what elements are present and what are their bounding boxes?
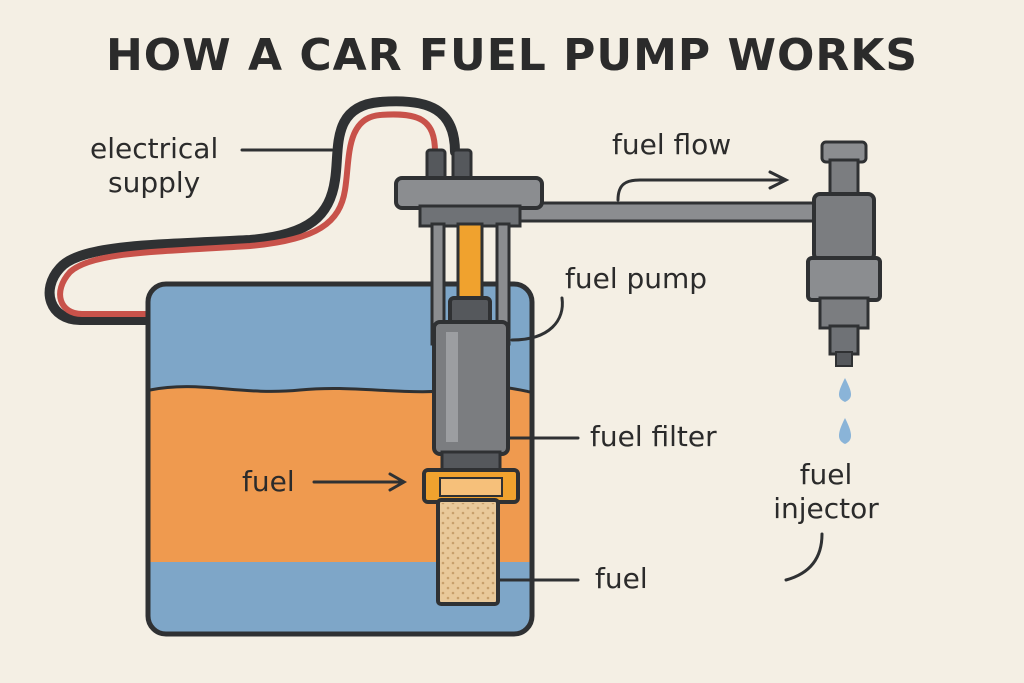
- fuel-drop-2: [838, 418, 852, 444]
- fuel-filter: [422, 468, 520, 606]
- fuel-flow-arrow: [616, 178, 786, 202]
- label-electrical-supply: electrical supply: [90, 132, 218, 200]
- pump-highlight: [446, 332, 458, 442]
- pump-rods: [430, 222, 511, 346]
- flange-top: [394, 176, 544, 210]
- black-wire: [44, 96, 460, 325]
- fuel-flow-arrowhead: [768, 170, 790, 190]
- injector-tip: [835, 351, 853, 367]
- fuel-injector: [806, 140, 882, 444]
- label-fuel-bottom: fuel: [595, 562, 648, 595]
- label-fuel-injector-line1: fuel: [799, 458, 853, 491]
- page-title: HOW A CAR FUEL PUMP WORKS: [105, 30, 919, 81]
- fuel-pump-leader: [510, 296, 564, 342]
- fuel-left-arrowhead: [388, 472, 408, 492]
- injector-neck: [828, 158, 860, 198]
- electrical-wires: [44, 96, 460, 325]
- injector-lower: [818, 296, 870, 330]
- tank-outline: [145, 281, 535, 637]
- fuel-line: [518, 201, 822, 223]
- fuel-injector-leader: [784, 532, 824, 582]
- injector-nozzle: [828, 324, 860, 356]
- pump-shaft: [456, 222, 484, 306]
- label-fuel-injector: fuel injector: [768, 458, 884, 526]
- label-fuel-flow: fuel flow: [612, 128, 732, 161]
- label-electrical-supply-line1: electrical: [90, 132, 219, 165]
- label-fuel-pump: fuel pump: [565, 262, 708, 295]
- fuel-drop-1: [838, 378, 852, 402]
- injector-band: [806, 256, 882, 302]
- label-fuel-filter: fuel filter: [590, 420, 717, 453]
- fuel-pump: [432, 296, 510, 478]
- filter-texture: [441, 503, 495, 601]
- red-wire: [57, 111, 438, 317]
- pump-body: [432, 320, 510, 456]
- pump-mount: [394, 148, 544, 228]
- leader-lines: [240, 148, 824, 582]
- label-electrical-supply-line2: supply: [108, 166, 201, 199]
- injector-body: [812, 192, 876, 262]
- label-fuel-left: fuel: [242, 465, 295, 498]
- filter-clamp-inner: [439, 477, 503, 497]
- label-fuel-injector-line2: injector: [773, 492, 879, 525]
